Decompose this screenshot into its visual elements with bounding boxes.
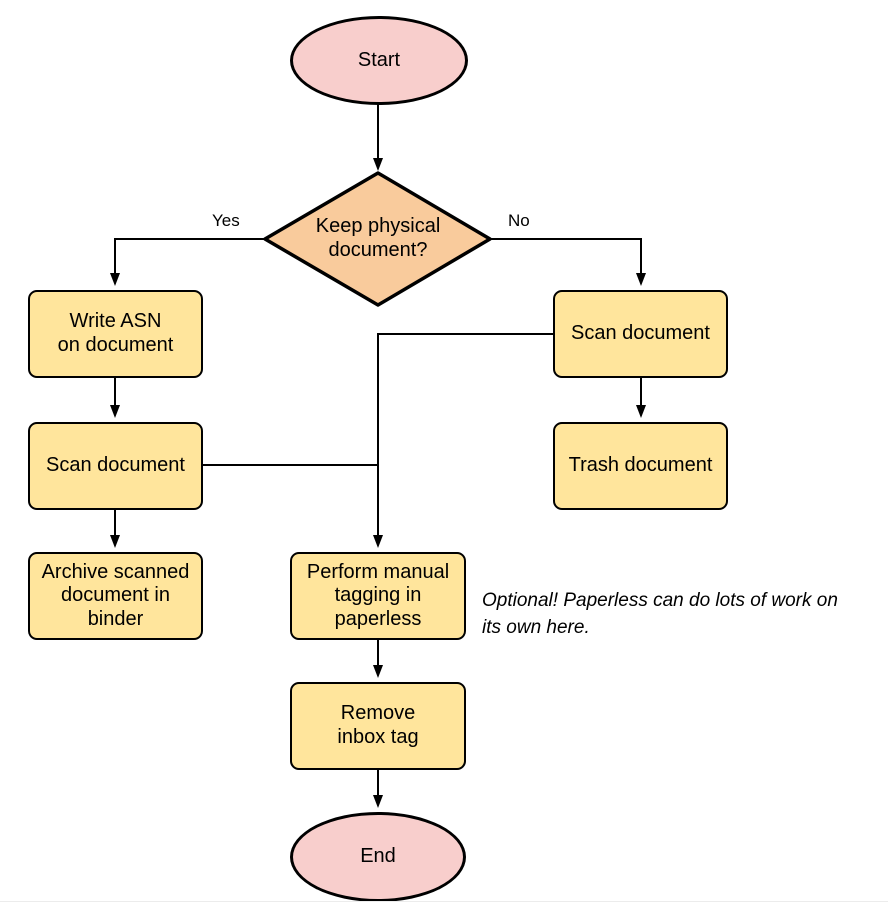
node-manual-tagging: Perform manual tagging in paperless: [290, 552, 466, 640]
node-start-label: Start: [357, 48, 401, 71]
node-trash-document: Trash document: [553, 422, 728, 510]
edge-scan-right-to-tagging: [373, 333, 553, 548]
decision-diamond: [263, 171, 492, 307]
node-manual-tagging-label: Perform manual tagging in paperless: [306, 560, 450, 630]
node-trash-document-label: Trash document: [568, 454, 713, 477]
node-start: Start: [290, 16, 468, 105]
bottom-divider: [0, 901, 888, 902]
node-archive-binder-label: Archive scanned document in binder: [41, 560, 190, 630]
node-write-asn-label: Write ASN on document: [57, 310, 174, 356]
edge-decision-yes-to-write-asn: [110, 238, 267, 286]
node-archive-binder: Archive scanned document in binder: [28, 552, 203, 640]
edge-decision-no-to-scan-right: [489, 238, 646, 286]
optional-note: Optional! Paperless can do lots of work …: [482, 590, 838, 638]
edge-label-yes: Yes: [212, 211, 240, 230]
node-end: End: [290, 812, 466, 902]
node-scan-document-right-label: Scan document: [571, 322, 710, 345]
node-scan-document-right: Scan document: [553, 290, 728, 378]
node-write-asn: Write ASN on document: [28, 290, 203, 378]
node-end-label: End: [360, 845, 396, 868]
node-remove-inbox-tag: Remove inbox tag: [290, 682, 466, 770]
node-scan-document-left-label: Scan document: [46, 454, 185, 477]
node-scan-document-left: Scan document: [28, 422, 203, 510]
node-remove-inbox-tag-label: Remove inbox tag: [337, 702, 419, 748]
node-decision-label: Keep physical document?: [315, 215, 441, 261]
edge-label-no: No: [508, 211, 530, 230]
